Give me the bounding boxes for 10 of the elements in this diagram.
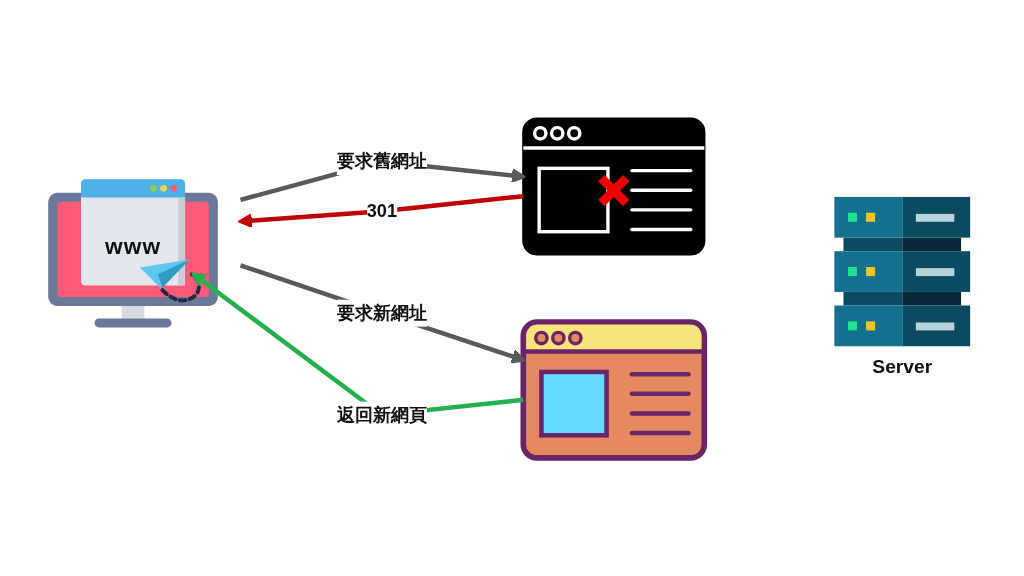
server-illustration: Server — [834, 196, 971, 378]
broken-webpage-illustration — [522, 117, 706, 256]
arrow — [237, 193, 524, 228]
edge-label: 301 — [366, 200, 398, 221]
edge-label: 返回新網頁 — [336, 404, 428, 424]
node-label: Server — [872, 356, 933, 378]
edge-label: 要求新網址 — [336, 302, 428, 322]
edge-label: 要求舊網址 — [336, 151, 428, 171]
arrow — [239, 262, 527, 364]
webpage-illustration — [520, 319, 708, 461]
